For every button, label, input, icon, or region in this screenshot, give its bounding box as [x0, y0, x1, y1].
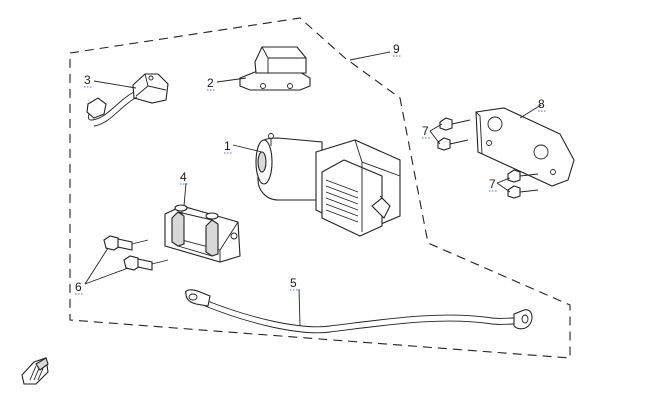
orientation-icon	[21, 357, 49, 385]
callout-8-label: 8	[538, 97, 545, 111]
part-7-bolts	[437, 117, 539, 199]
callout-7-lower-label: 7	[489, 177, 496, 191]
part-6-bolts	[103, 235, 169, 271]
callout-8[interactable]: 8	[538, 97, 546, 112]
callout-3[interactable]: 3	[84, 73, 92, 88]
part-1-winch	[255, 133, 401, 237]
callout-4-label: 4	[180, 170, 187, 184]
part-2-relay	[239, 46, 311, 91]
callout-7-lower[interactable]: 7	[489, 177, 497, 192]
assembly-boundary	[69, 17, 571, 359]
callout-1-label: 1	[224, 139, 231, 153]
callout-3-label: 3	[84, 73, 91, 87]
callout-2[interactable]: 2	[207, 76, 215, 91]
part-4-bracket	[164, 204, 241, 263]
callout-7-upper-label: 7	[422, 124, 429, 138]
callout-6-label: 6	[75, 280, 82, 294]
part-3-rocker-switch	[86, 73, 169, 127]
part-5-cable	[185, 289, 533, 334]
callout-1[interactable]: 1	[224, 139, 232, 154]
leader-lines	[84, 51, 542, 327]
callout-6[interactable]: 6	[75, 280, 83, 295]
callout-2-label: 2	[207, 76, 214, 90]
callout-9[interactable]: 9	[393, 42, 401, 57]
callout-4[interactable]: 4	[180, 170, 188, 185]
part-8-mounting-plate	[475, 107, 575, 187]
callout-5[interactable]: 5	[290, 276, 298, 291]
callout-5-label: 5	[290, 276, 297, 290]
callout-9-label: 9	[393, 42, 400, 56]
callout-7-upper[interactable]: 7	[422, 124, 430, 139]
